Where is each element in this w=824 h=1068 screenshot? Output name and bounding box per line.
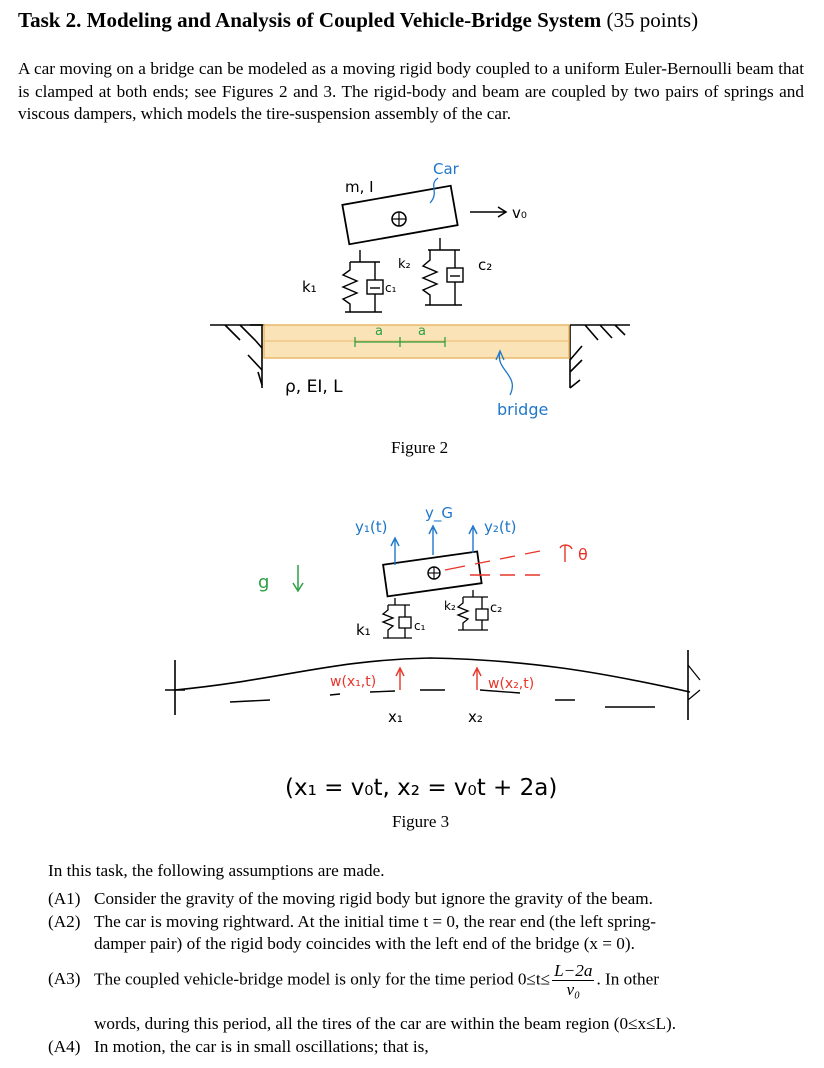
a4-label: (A4) xyxy=(48,1037,81,1056)
y2-label: y₂(t) xyxy=(484,518,516,536)
k2-label-3: k₂ xyxy=(444,599,456,613)
assumption-a1: (A1) Consider the gravity of the moving r… xyxy=(48,888,804,910)
deformed-beam xyxy=(174,657,691,693)
figure-3: y₁(t) y_G y₂(t) θ g w(x₁,t) w(x₂,t) k₁ c… xyxy=(165,504,701,801)
task-title-bold: Task 2. Modeling and Analysis of Coupled… xyxy=(18,8,602,32)
left-suspension-3 xyxy=(381,598,412,639)
x2-label: x₂ xyxy=(468,708,483,726)
y1-label: y₁(t) xyxy=(355,518,387,536)
bridge-label: bridge xyxy=(497,400,548,419)
a3-text-2: . In other xyxy=(596,969,659,989)
a3-label: (A3) xyxy=(48,969,81,989)
velocity-label: v₀ xyxy=(512,204,527,222)
car-body-3 xyxy=(382,550,483,598)
a-dimension xyxy=(354,337,446,347)
c1-label-3: c₁ xyxy=(414,619,426,633)
a-label-2: a xyxy=(418,324,426,339)
a3-frac-den: v₀ xyxy=(566,980,581,999)
a1-text: Consider the gravity of the moving rigid… xyxy=(94,889,653,908)
assumption-a4: (A4) In motion, the car is in small oscil… xyxy=(48,1036,804,1058)
c1-label: c₁ xyxy=(385,281,397,295)
w2-label: w(x₂,t) xyxy=(488,676,534,692)
y-arrows xyxy=(390,524,478,565)
c2-label: c₂ xyxy=(478,256,492,274)
c2-label-3: c₂ xyxy=(490,601,502,616)
beam-props-label: ρ, EI, L xyxy=(285,377,343,397)
g-label: g xyxy=(258,572,269,593)
left-wall-hatch xyxy=(210,324,263,386)
left-suspension xyxy=(341,250,384,313)
position-equation: (x₁ = v₀t, x₂ = v₀t + 2a) xyxy=(285,775,557,801)
task-title: Task 2. Modeling and Analysis of Coupled… xyxy=(18,8,698,33)
theta-label: θ xyxy=(578,545,588,564)
intro-paragraph: A car moving on a bridge can be modeled … xyxy=(18,59,804,123)
car-body xyxy=(341,184,459,246)
right-wall-hatch xyxy=(569,324,630,389)
a1-label: (A1) xyxy=(48,889,81,908)
a3-frac-num: L−2a xyxy=(552,961,595,981)
a2-text-1: The car is moving rightward. At the init… xyxy=(94,912,656,931)
bridge-pointer xyxy=(498,351,513,396)
beam-dashes xyxy=(229,689,655,708)
figure-2: a a bridge Car m, I v₀ k₁ c₁ k₂ c₂ ρ, EI… xyxy=(210,160,630,419)
a-label-1: a xyxy=(375,324,383,339)
right-suspension-3 xyxy=(456,590,489,631)
task-points: (35 points) xyxy=(601,8,699,32)
car-pointer xyxy=(429,177,439,204)
assumption-a3: (A3) The coupled vehicle-bridge model is … xyxy=(48,962,804,999)
figure-2-caption: Figure 2 xyxy=(391,438,449,457)
a3-text-1: The coupled vehicle-bridge model is only… xyxy=(94,969,551,989)
figure-3-caption: Figure 3 xyxy=(392,812,450,831)
w-arrows xyxy=(395,666,482,690)
k1-label: k₁ xyxy=(302,278,317,296)
w1-label: w(x₁,t) xyxy=(330,674,376,690)
x1-label: x₁ xyxy=(388,708,403,726)
a4-text: In motion, the car is in small oscillati… xyxy=(94,1037,429,1056)
mass-label: m, I xyxy=(345,178,374,196)
right-suspension xyxy=(421,238,464,306)
yG-label: y_G xyxy=(425,504,453,523)
k2-label: k₂ xyxy=(398,257,411,272)
k1-label-3: k₁ xyxy=(356,621,371,639)
a3-text-3: words, during this period, all the tires… xyxy=(94,1014,677,1033)
assumptions-lead: In this task, the following assumptions … xyxy=(48,861,385,880)
a2-label: (A2) xyxy=(48,912,81,931)
theta-lines xyxy=(444,544,573,576)
assumption-a2: (A2) The car is moving rightward. At the … xyxy=(48,911,804,955)
a2-text-2: damper pair) of the rigid body coincides… xyxy=(94,934,635,953)
car-label: Car xyxy=(433,160,460,178)
